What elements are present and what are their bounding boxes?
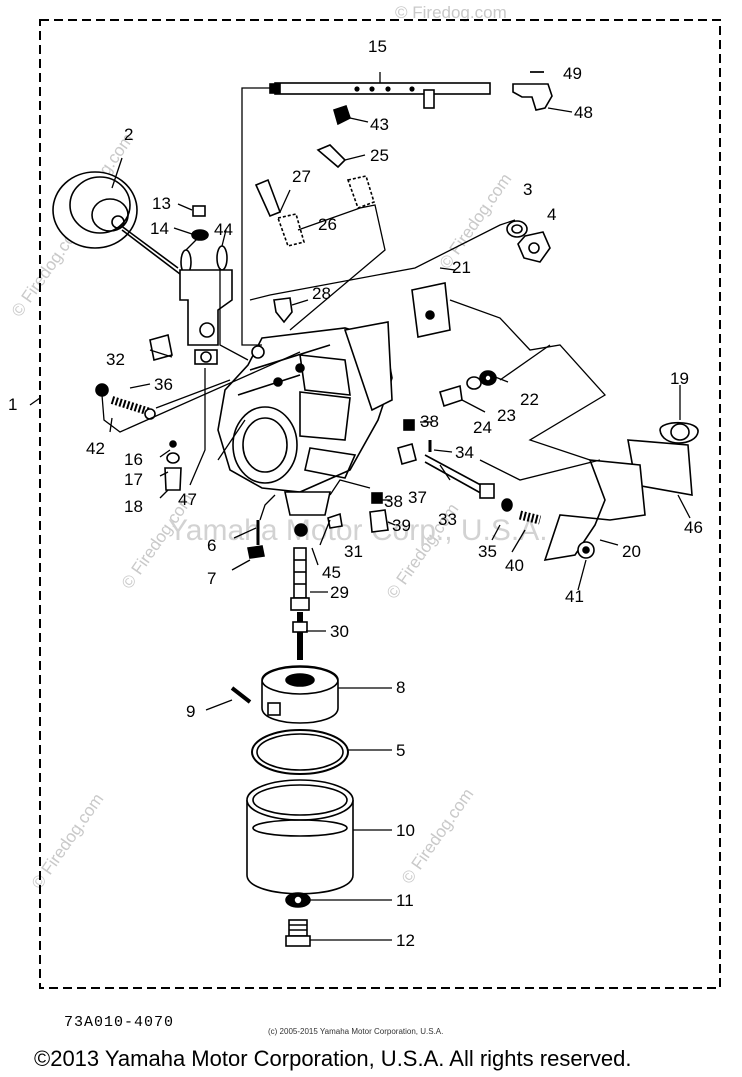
- callout-41: 41: [565, 587, 584, 606]
- callout-42: 42: [86, 439, 105, 458]
- callout-16: 16: [124, 450, 143, 469]
- callout-30: 30: [330, 622, 349, 641]
- throttle-stop-screws: [254, 144, 375, 247]
- screw-28-part: [273, 297, 293, 324]
- small-copyright-text: (c) 2005-2015 Yamaha Motor Corporation, …: [268, 1027, 444, 1036]
- throttle-shaft-part: [269, 82, 491, 109]
- callout-33: 33: [438, 510, 457, 529]
- callout-7: 7: [207, 569, 216, 588]
- callout-38b: 38: [384, 492, 403, 511]
- callout-32: 32: [106, 350, 125, 369]
- callout-4: 4: [547, 205, 556, 224]
- main-nozzle-part: [292, 612, 308, 660]
- callout-3: 3: [523, 180, 532, 199]
- callout-43: 43: [370, 115, 389, 134]
- callout-25: 25: [370, 146, 389, 165]
- screw-38-part: [403, 419, 415, 431]
- washer-nut-part: [506, 220, 551, 263]
- float-part: [261, 665, 339, 724]
- callout-13: 13: [152, 194, 171, 213]
- callout-38: 38: [420, 412, 439, 431]
- carburetor-body-part: [217, 321, 393, 516]
- float-bowl-part: [246, 779, 354, 895]
- screw-43-part: [333, 104, 351, 126]
- bowl-gasket-5-part: [251, 729, 349, 775]
- callout-46: 46: [684, 518, 703, 537]
- callout-31: 31: [344, 542, 363, 561]
- callout-11: 11: [396, 891, 414, 910]
- callout-12: 12: [396, 931, 415, 950]
- pilot-screw-spring-part: [110, 396, 152, 416]
- callout-35: 35: [478, 542, 497, 561]
- callout-19: 19: [670, 369, 689, 388]
- callout-5: 5: [396, 741, 405, 760]
- callout-27: 27: [292, 167, 311, 186]
- callout-18: 18: [124, 497, 143, 516]
- float-pin-9-part: [230, 686, 252, 704]
- callout-6: 6: [207, 536, 216, 555]
- screw-38b-part: [371, 492, 383, 504]
- emulsion-tube-part: [290, 547, 310, 611]
- callout-28: 28: [312, 284, 331, 303]
- footer-copyright-text: ©2013 Yamaha Motor Corporation, U.S.A. A…: [34, 1046, 632, 1071]
- mounting-bracket-part: [543, 421, 699, 562]
- bracket-fasteners: [180, 205, 228, 275]
- plug-32-part: [149, 333, 173, 362]
- callout-44: 44: [214, 220, 233, 239]
- watermark-site: © Firedog.com: [436, 170, 516, 272]
- bushing-37-part: [397, 443, 417, 465]
- callout-49: 49: [563, 64, 582, 83]
- callout-29: 29: [330, 583, 349, 602]
- part-code-label: 73A010-4070: [64, 1014, 175, 1031]
- idle-adjust-parts: [439, 370, 497, 408]
- callout-24: 24: [473, 418, 492, 437]
- callout-40: 40: [505, 556, 524, 575]
- callout-1: 1: [8, 395, 17, 414]
- choke-diaphragm-part: [52, 171, 181, 275]
- gasket-21-part: [411, 282, 451, 338]
- spring-35-part: [501, 498, 513, 512]
- choke-shaft-part: [424, 454, 495, 499]
- callout-45: 45: [322, 563, 341, 582]
- pilot-jet-parts: [164, 440, 182, 491]
- callout-17: 17: [124, 470, 143, 489]
- callout-15: 15: [368, 37, 387, 56]
- callout-47: 47: [178, 490, 197, 509]
- callout-2: 2: [124, 125, 133, 144]
- watermark-site: © Firedog.com: [395, 3, 507, 22]
- callout-22: 22: [520, 390, 539, 409]
- callout-36: 36: [154, 375, 173, 394]
- callout-10: 10: [396, 821, 415, 840]
- callout-48: 48: [574, 103, 593, 122]
- drain-screw-12-part: [285, 919, 311, 947]
- callout-8: 8: [396, 678, 405, 697]
- assembly-frame: [39, 19, 721, 989]
- callout-14: 14: [150, 219, 169, 238]
- throttle-lever-part: [512, 71, 553, 111]
- callout-23: 23: [497, 406, 516, 425]
- callout-20: 20: [622, 542, 641, 561]
- callout-37: 37: [408, 488, 427, 507]
- callout-9: 9: [186, 702, 195, 721]
- float-valve-seat-39: [369, 509, 389, 533]
- watermark-owner: Yamaha Motor Corp., U.S.A.: [168, 514, 548, 547]
- choke-bracket-part: [179, 269, 233, 365]
- main-jet-31-part: [327, 512, 343, 529]
- callout-26: 26: [318, 215, 337, 234]
- callout-labels: 1 2 3 4 5 6 7 8 9 10 11 12 13 14 15 16 1…: [8, 37, 703, 950]
- callout-39: 39: [392, 516, 411, 535]
- clip-7-part: [247, 545, 265, 559]
- callout-34: 34: [455, 443, 474, 462]
- spring-40-part: [518, 510, 542, 525]
- washer-45-part: [294, 523, 308, 537]
- callout-21: 21: [452, 258, 471, 277]
- leader-lines: [29, 71, 691, 941]
